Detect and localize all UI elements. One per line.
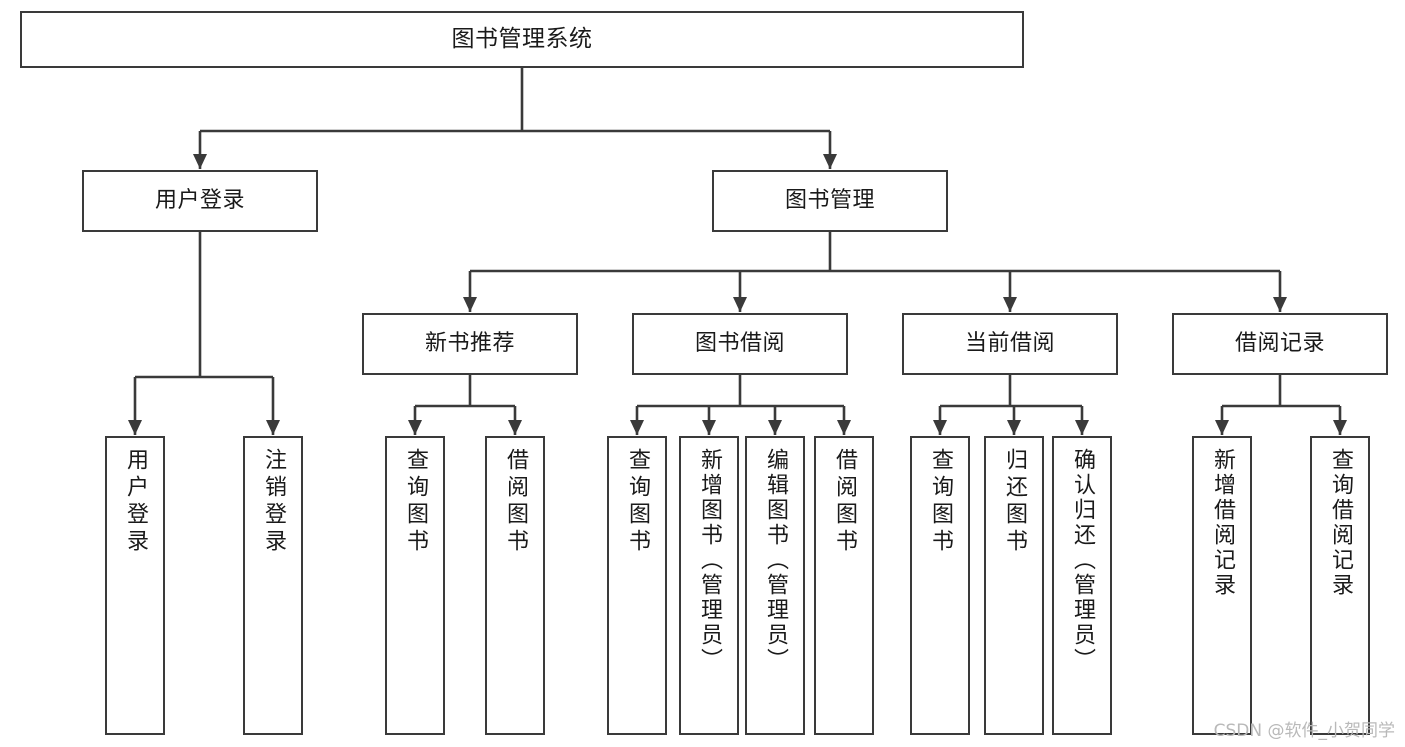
node-leaf-borrow-query: 查询图书 <box>607 436 667 735</box>
arrowhead-current-borrow <box>1003 297 1017 312</box>
arrowhead-leaf-cur-query <box>933 420 947 435</box>
node-label: 归还图书 <box>1002 448 1027 556</box>
node-leaf-cur-query: 查询图书 <box>910 436 970 735</box>
node-user-login: 用户登录 <box>82 170 318 232</box>
node-label: 图书管理系统 <box>451 25 593 52</box>
node-label: 查询图书 <box>928 448 953 556</box>
node-leaf-user-login: 用户登录 <box>105 436 165 735</box>
arrowhead-leaf-borrow-add <box>702 420 716 435</box>
arrowhead-leaf-rec-search <box>1333 420 1347 435</box>
arrowhead-leaf-borrow-query <box>630 420 644 435</box>
node-leaf-rec-query: 查询图书 <box>385 436 445 735</box>
arrowhead-leaf-cur-confirm <box>1075 420 1089 435</box>
node-label: 确认归还（管理员） <box>1070 448 1095 673</box>
node-label: 借阅记录 <box>1234 331 1325 357</box>
node-label: 用户登录 <box>123 448 148 556</box>
node-label: 编辑图书（管理员） <box>763 448 788 673</box>
arrowhead-leaf-rec-add <box>1215 420 1229 435</box>
node-label: 图书管理 <box>784 188 875 214</box>
node-label: 当前借阅 <box>964 331 1055 357</box>
node-leaf-rec-borrow: 借阅图书 <box>485 436 545 735</box>
arrowhead-leaf-user-login <box>128 420 142 435</box>
node-label: 查询图书 <box>625 448 650 556</box>
node-label: 用户登录 <box>154 188 245 214</box>
node-label: 新书推荐 <box>424 331 515 357</box>
node-book-manage: 图书管理 <box>712 170 948 232</box>
node-new-book-rec: 新书推荐 <box>362 313 578 375</box>
arrowhead-book-manage <box>823 154 837 169</box>
node-borrow-record: 借阅记录 <box>1172 313 1388 375</box>
node-label: 新增借阅记录 <box>1210 448 1235 598</box>
arrowhead-borrow-record <box>1273 297 1287 312</box>
arrowhead-user-login <box>193 154 207 169</box>
node-root: 图书管理系统 <box>20 11 1024 68</box>
node-label: 查询图书 <box>403 448 428 556</box>
watermark-label: CSDN @软件_小贺同学 <box>1213 721 1395 741</box>
arrowhead-leaf-borrow-edit <box>768 420 782 435</box>
arrowhead-leaf-cur-return <box>1007 420 1021 435</box>
node-leaf-borrow-edit: 编辑图书（管理员） <box>745 436 805 735</box>
node-leaf-borrow-add: 新增图书（管理员） <box>679 436 739 735</box>
node-leaf-cur-return: 归还图书 <box>984 436 1044 735</box>
arrowhead-leaf-borrow-lend <box>837 420 851 435</box>
node-label: 查询借阅记录 <box>1328 448 1353 598</box>
node-label: 注销登录 <box>261 448 286 556</box>
node-leaf-cur-confirm: 确认归还（管理员） <box>1052 436 1112 735</box>
node-label: 借阅图书 <box>832 448 857 556</box>
node-label: 新增图书（管理员） <box>697 448 722 673</box>
arrowhead-leaf-rec-borrow <box>508 420 522 435</box>
arrowhead-new-book-rec <box>463 297 477 312</box>
arrowhead-leaf-user-logout <box>266 420 280 435</box>
node-leaf-user-logout: 注销登录 <box>243 436 303 735</box>
node-label: 图书借阅 <box>694 331 785 357</box>
node-label: 借阅图书 <box>503 448 528 556</box>
arrowhead-leaf-rec-query <box>408 420 422 435</box>
node-book-borrow: 图书借阅 <box>632 313 848 375</box>
node-leaf-borrow-lend: 借阅图书 <box>814 436 874 735</box>
arrowhead-book-borrow <box>733 297 747 312</box>
node-current-borrow: 当前借阅 <box>902 313 1118 375</box>
node-leaf-rec-search: 查询借阅记录 <box>1310 436 1370 735</box>
node-leaf-rec-add: 新增借阅记录 <box>1192 436 1252 735</box>
